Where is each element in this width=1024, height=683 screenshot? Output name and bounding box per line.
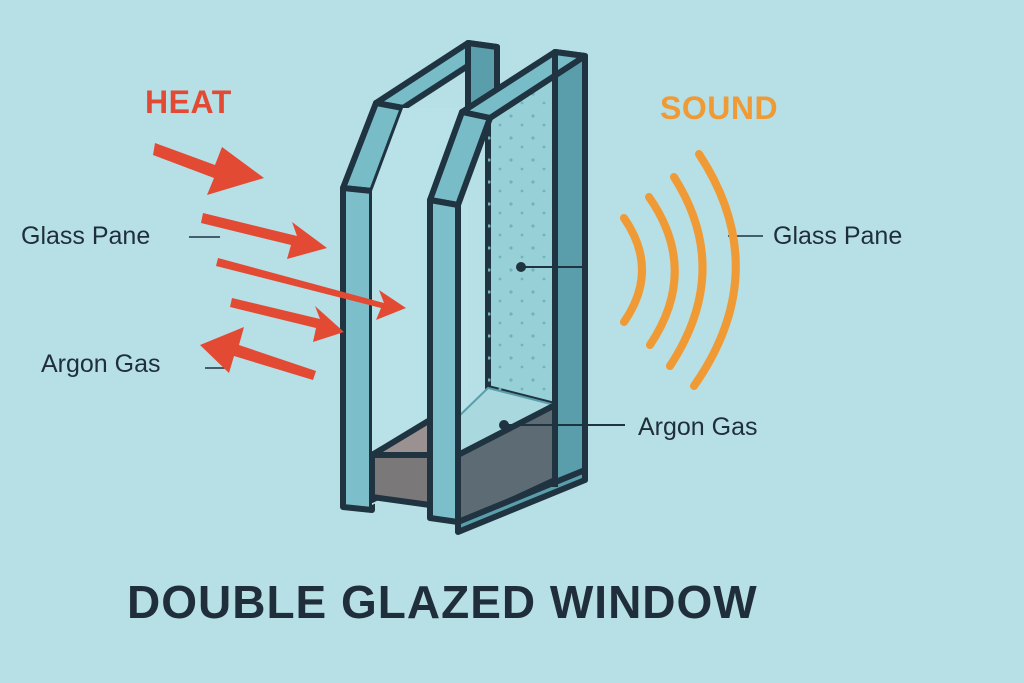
callout-lines xyxy=(189,235,763,430)
left-glass-pane-label: Glass Pane xyxy=(21,222,151,250)
sound-label: SOUND xyxy=(660,90,779,126)
heat-arrow-icon xyxy=(216,258,406,320)
heat-reflect-arrow-icon xyxy=(200,327,316,380)
heat-arrows xyxy=(153,143,406,380)
right-argon-gas-label: Argon Gas xyxy=(638,413,758,441)
heat-label: HEAT xyxy=(145,84,232,120)
heat-arrow-icon xyxy=(153,143,264,195)
sound-waves-icon xyxy=(620,150,740,390)
heat-arrow-icon xyxy=(201,213,327,259)
right-glass-pane-label: Glass Pane xyxy=(773,222,903,250)
heat-arrow-icon xyxy=(230,298,344,342)
left-argon-gas-label: Argon Gas xyxy=(41,350,161,378)
diagram-title: DOUBLE GLAZED WINDOW xyxy=(127,576,758,628)
